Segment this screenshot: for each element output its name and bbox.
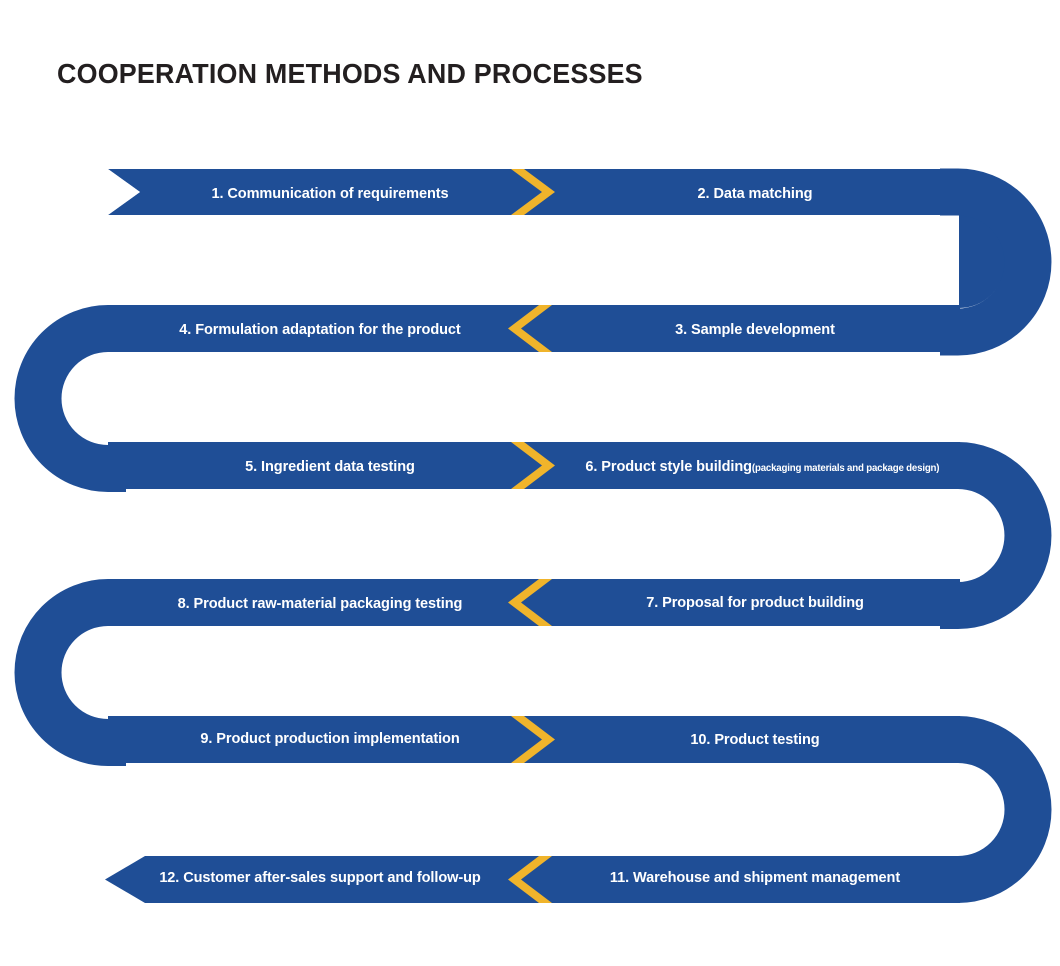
step-label-6[interactable]: 6. Product style building(packaging mate… [585,458,939,475]
step-label-5[interactable]: 5. Ingredient data testing [245,458,415,475]
step-label-6-note: (packaging materials and package design) [751,463,940,474]
step-label-9[interactable]: 9. Product production implementation [200,730,460,747]
chevron-left-icon-row4 [508,579,552,626]
step-label-1[interactable]: 1. Communication of requirements [211,185,449,202]
u-bend-left-1 [14,305,126,492]
step-label-2[interactable]: 2. Data matching [697,185,813,202]
u-bend-right-1 [940,168,1052,356]
u-bend-right-3 [940,716,1052,903]
step-label-10[interactable]: 10. Product testing [690,731,820,748]
u-bend-left-2 [14,579,126,766]
step-label-11[interactable]: 11. Warehouse and shipment management [609,869,901,886]
chevron-group [508,169,555,903]
start-tail-notch [108,169,140,215]
step-label-7[interactable]: 7. Proposal for product building [646,594,864,611]
step-label-6-main: 6. Product style building [585,458,752,475]
chevron-left-icon-row2 [508,305,552,352]
chevron-left-icon-row6 [508,856,552,903]
chevron-right-icon-row3 [511,442,555,489]
page-title: COOPERATION METHODS AND PROCESSES [57,58,643,89]
chevron-right-icon-row5 [511,716,555,763]
step-label-3[interactable]: 3. Sample development [675,321,835,338]
chevron-right-icon-row1 [511,169,555,215]
step-label-12[interactable]: 12. Customer after-sales support and fol… [159,869,481,886]
u-bend-right-2 [940,442,1052,629]
flow-row-6-band [105,856,960,903]
flow-band-group [14,168,1052,903]
step-label-8[interactable]: 8. Product raw-material packaging testin… [177,595,463,612]
flow-row-1-band [108,169,1006,308]
step-label-4[interactable]: 4. Formulation adaptation for the produc… [179,321,461,338]
